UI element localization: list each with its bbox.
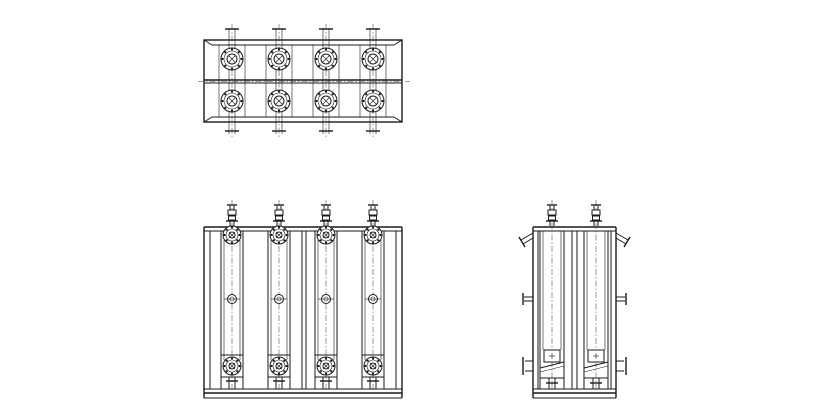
side-tube-column (539, 200, 565, 395)
plan-nozzle-pair (359, 24, 387, 138)
plan-nozzle-pair (218, 24, 246, 138)
side-elevation-view (518, 200, 631, 399)
front-elevation-view (203, 200, 403, 399)
plan-nozzle-pair (312, 24, 340, 138)
front-tube-column (267, 200, 291, 395)
front-tube-column (361, 200, 385, 395)
plan-nozzle-pair (265, 24, 293, 138)
side-tube-column (583, 200, 609, 395)
plan-view (198, 24, 410, 138)
front-tube-column (220, 200, 244, 395)
front-tube-column (314, 200, 338, 395)
